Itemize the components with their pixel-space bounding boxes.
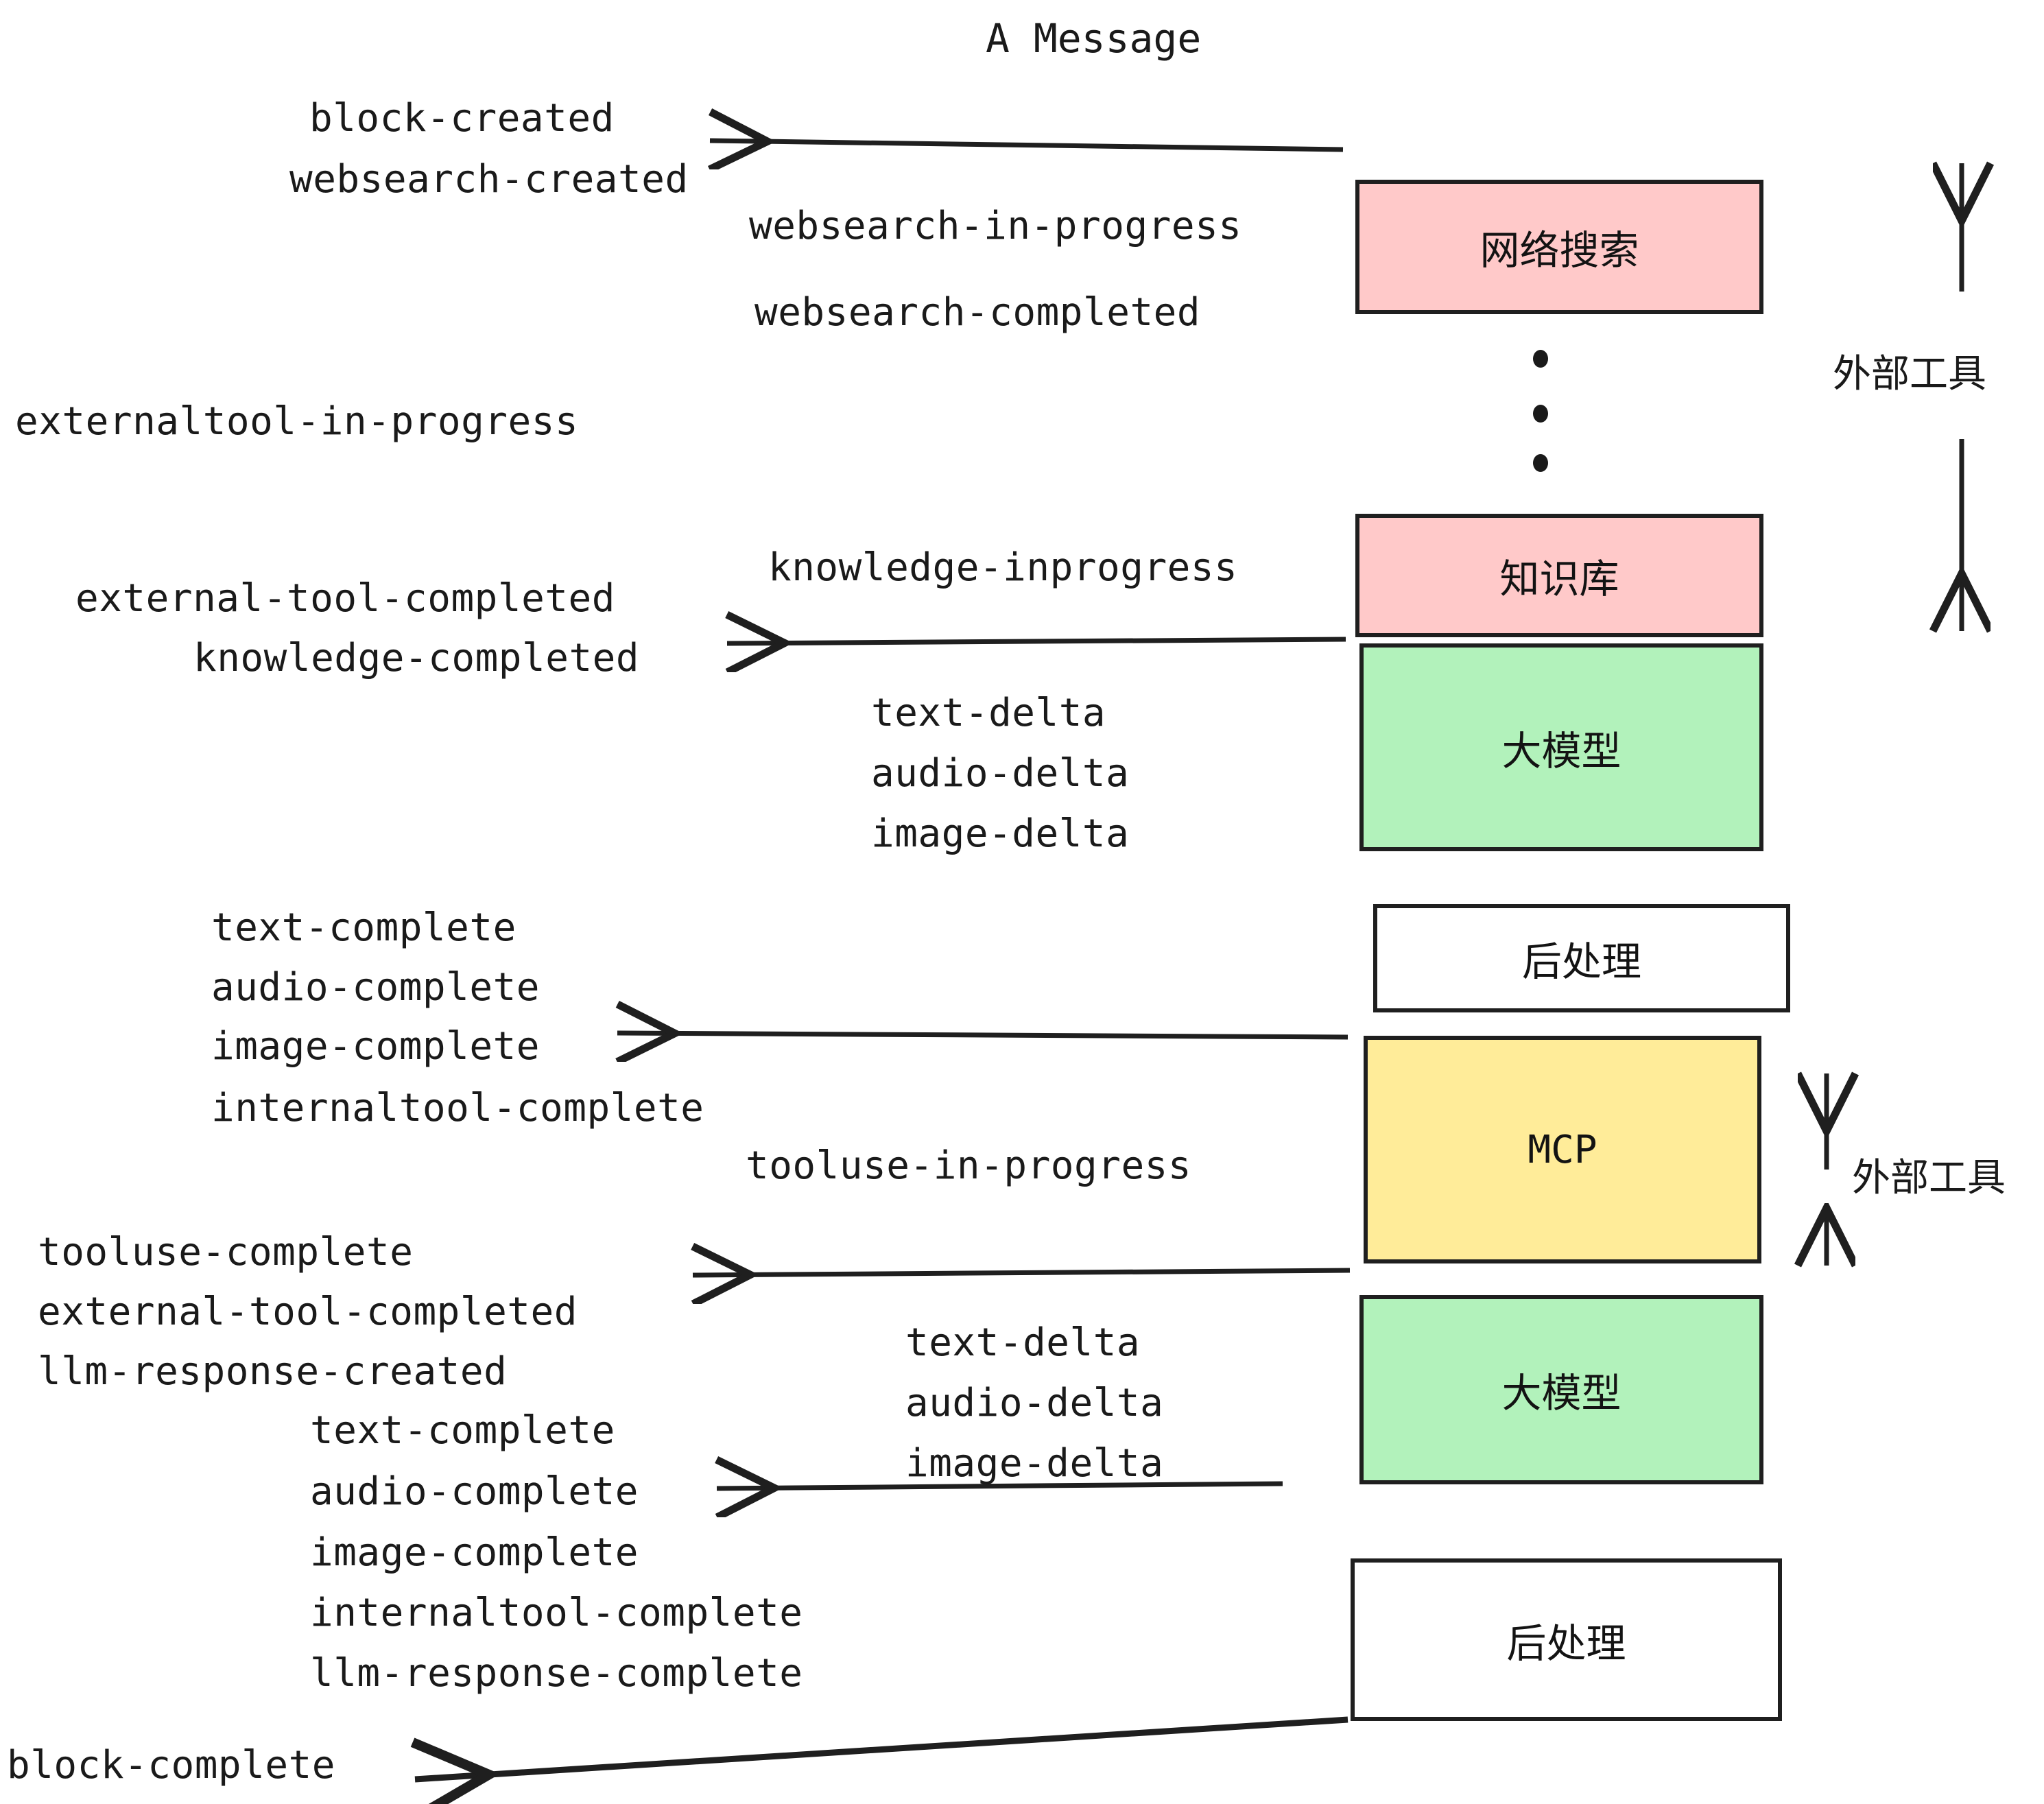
event-knowledge-inprogress: knowledge-inprogress xyxy=(768,545,1238,590)
arrow-knowledge-completed xyxy=(727,639,1346,643)
event-external-tool-completed-2: external-tool-completed xyxy=(38,1290,578,1334)
event-tooluse-in-progress: tooluse-in-progress xyxy=(746,1143,1192,1188)
event-audio-complete-1: audio-complete xyxy=(211,965,540,1010)
box-websearch[interactable]: 网络搜索 xyxy=(1355,180,1763,314)
event-image-delta-2: image-delta xyxy=(905,1441,1164,1486)
box-knowledgebase[interactable]: 知识库 xyxy=(1355,514,1763,637)
event-text-complete-1: text-complete xyxy=(211,905,516,950)
event-knowledge-completed: knowledge-completed xyxy=(193,636,640,680)
event-block-created: block-created xyxy=(309,96,615,141)
event-image-complete-1: image-complete xyxy=(211,1024,540,1069)
box-llm-1-label: 大模型 xyxy=(1501,727,1621,774)
event-llm-response-complete: llm-response-complete xyxy=(310,1651,803,1696)
box-knowledgebase-label: 知识库 xyxy=(1499,556,1619,602)
event-text-delta-2: text-delta xyxy=(905,1320,1141,1365)
arrow-websearch-created xyxy=(710,141,1344,150)
arrow-block-complete xyxy=(415,1716,1348,1779)
arrow-image-complete xyxy=(617,1033,1348,1037)
event-tooluse-complete: tooluse-complete xyxy=(38,1230,414,1274)
box-websearch-label: 网络搜索 xyxy=(1479,227,1639,274)
event-websearch-in-progress: websearch-in-progress xyxy=(749,204,1242,248)
event-image-complete-2: image-complete xyxy=(310,1530,639,1575)
box-postprocess-2[interactable]: 后处理 xyxy=(1351,1558,1782,1721)
event-text-delta-1: text-delta xyxy=(871,691,1106,735)
box-postprocess-1-label: 后处理 xyxy=(1521,938,1641,985)
ellipsis-dot-1 xyxy=(1533,350,1548,368)
box-mcp-label: MCP xyxy=(1528,1127,1597,1172)
annotation-external-tools-top: 外部工具 xyxy=(1833,352,1986,396)
event-websearch-completed: websearch-completed xyxy=(754,290,1201,335)
box-mcp[interactable]: MCP xyxy=(1364,1036,1761,1263)
arrow-tooluse-complete xyxy=(693,1270,1351,1275)
box-llm-2-label: 大模型 xyxy=(1501,1370,1621,1416)
event-block-complete: block-complete xyxy=(7,1743,336,1788)
annotation-external-tools-bottom: 外部工具 xyxy=(1852,1156,2006,1200)
ellipsis-dot-2 xyxy=(1533,405,1548,423)
page-title: A Message xyxy=(986,15,1202,62)
event-text-complete-2: text-complete xyxy=(310,1408,615,1453)
event-audio-complete-2: audio-complete xyxy=(310,1469,639,1514)
event-image-delta-1: image-delta xyxy=(871,811,1130,856)
box-llm-2[interactable]: 大模型 xyxy=(1359,1295,1763,1484)
event-external-tool-completed-1: external-tool-completed xyxy=(75,576,615,621)
event-audio-delta-2: audio-delta xyxy=(905,1381,1164,1425)
box-postprocess-2-label: 后处理 xyxy=(1506,1619,1626,1667)
box-postprocess-1[interactable]: 后处理 xyxy=(1373,904,1790,1012)
event-audio-delta-1: audio-delta xyxy=(871,751,1130,796)
box-llm-1[interactable]: 大模型 xyxy=(1359,643,1763,851)
event-llm-response-created: llm-response-created xyxy=(38,1349,508,1394)
event-internaltool-complete-2: internaltool-complete xyxy=(310,1591,803,1635)
event-externaltool-in-progress: externaltool-in-progress xyxy=(15,399,579,444)
event-websearch-created: websearch-created xyxy=(289,157,689,202)
ellipsis-dot-3 xyxy=(1533,454,1548,472)
event-internaltool-complete-1: internaltool-complete xyxy=(211,1086,704,1130)
